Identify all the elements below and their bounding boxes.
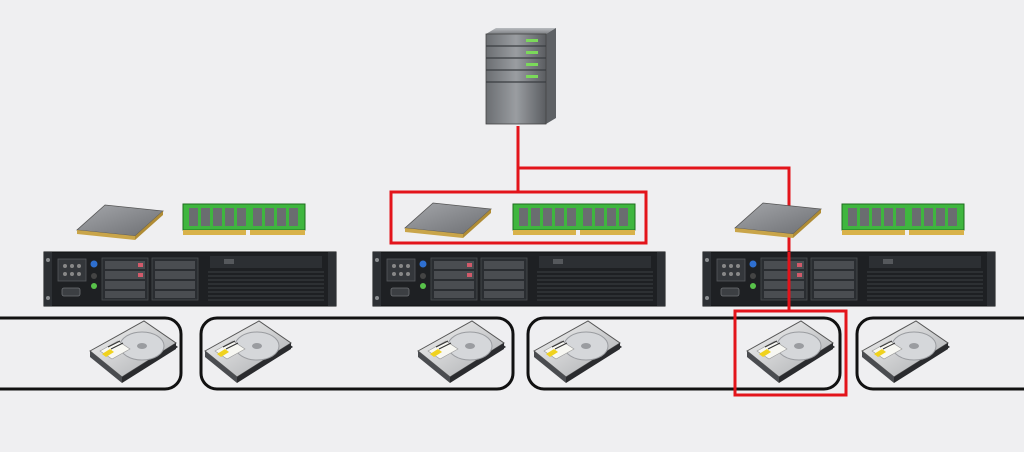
ram-module-icon	[512, 203, 636, 236]
rack-server-icon	[702, 251, 996, 307]
highlight-memory-group	[389, 190, 648, 245]
cpu-chip-icon	[76, 204, 164, 241]
ram-module-icon	[841, 203, 965, 236]
hard-disk-icon	[204, 320, 294, 384]
disk-group-4	[855, 316, 1024, 391]
hard-disk-icon	[861, 320, 951, 384]
disk-group-2	[199, 316, 515, 391]
hard-disk-icon	[417, 320, 507, 384]
hard-disk-icon	[746, 320, 836, 384]
rack-server-icon	[372, 251, 666, 307]
hard-disk-icon	[533, 320, 623, 384]
cpu-chip-icon	[404, 202, 492, 239]
cpu-chip-icon	[734, 202, 822, 239]
rack-server-icon	[43, 251, 337, 307]
disk-group-3	[526, 316, 842, 391]
hard-disk-icon	[89, 320, 179, 384]
disk-groups	[0, 316, 1024, 391]
ram-module-icon	[182, 203, 306, 236]
tower-server-icon	[485, 27, 557, 125]
highlight-disk	[733, 309, 848, 397]
disk-group-1	[0, 316, 183, 391]
